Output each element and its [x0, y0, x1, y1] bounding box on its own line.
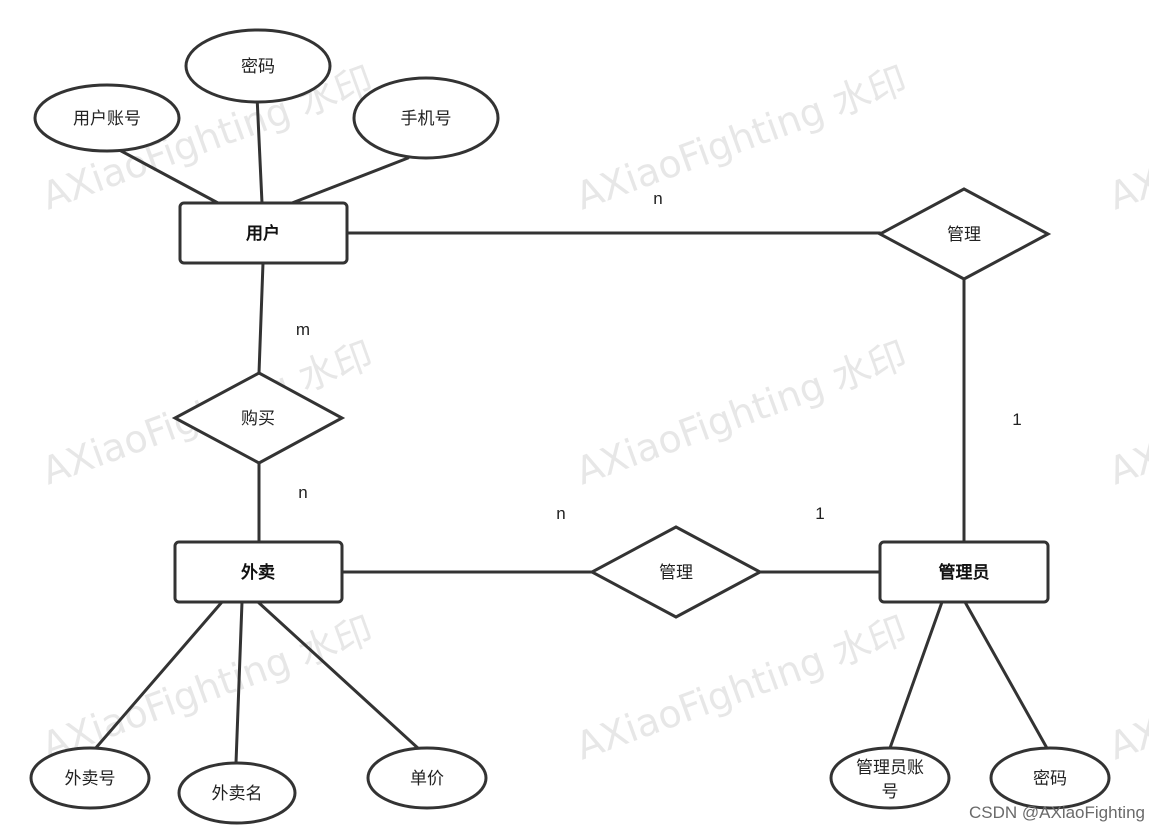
watermark: AXiaoFighting 水印: [1103, 608, 1149, 769]
entity-label: 管理员: [939, 562, 990, 582]
relationship-manage-takeout: 管理: [588, 525, 764, 619]
cardinality-admin-manage-takeout: 1: [815, 504, 824, 523]
edge-user-phone: [290, 156, 410, 205]
relationship-label: 管理: [659, 563, 693, 582]
edge-takeout-name: [234, 600, 244, 765]
cardinality-layer: n 1 m n n 1: [296, 189, 1022, 523]
attribute-label: 单价: [410, 769, 444, 788]
cardinality-user-manage: n: [653, 189, 662, 208]
attribute-label: 密码: [241, 57, 275, 76]
edge-takeout-number: [86, 600, 224, 759]
entity-takeout: 外卖: [173, 540, 344, 604]
watermark: AXiaoFighting 水印: [1103, 58, 1149, 219]
edge-admin-password: [963, 600, 1050, 752]
entity-admin: 管理员: [878, 540, 1050, 604]
relationship-diamond: [876, 187, 1052, 281]
relationship-purchase: 购买: [171, 371, 346, 465]
watermark: AXiaoFighting 水印: [36, 608, 379, 769]
attribute-takeout-name: 外卖名: [177, 761, 297, 825]
cardinality-user-purchase: m: [296, 320, 310, 339]
relationship-diamond: [171, 371, 346, 465]
cardinality-admin-manage-user: 1: [1012, 410, 1021, 429]
attribute-ellipse: [33, 83, 181, 153]
edge-admin-account: [888, 600, 944, 750]
entity-box: [173, 540, 344, 604]
attribute-ellipse: [177, 761, 297, 825]
attribute-ellipse: [352, 76, 500, 160]
attribute-ellipse: [989, 746, 1111, 810]
source-credit: CSDN @AXiaoFighting: [969, 803, 1145, 822]
attribute-label-line2: 号: [882, 782, 899, 801]
edge-takeout-price: [256, 600, 422, 752]
attribute-ellipse: [29, 746, 151, 810]
relationship-label: 管理: [947, 225, 981, 244]
edge-layer: [86, 94, 1050, 765]
watermark: AXiaoFighting 水印: [570, 58, 913, 219]
attribute-ellipse: [366, 746, 488, 810]
entity-user: 用户: [178, 201, 349, 265]
edge-user-password: [255, 94, 264, 205]
entity-box: [178, 201, 349, 265]
cardinality-takeout-purchase: n: [298, 483, 307, 502]
attribute-takeout-price: 单价: [366, 746, 488, 810]
entity-label: 用户: [246, 223, 280, 243]
edge-user-purchase: [257, 261, 265, 375]
edge-user-account: [108, 143, 220, 205]
watermark: AXiaoFighting 水印: [1103, 333, 1149, 494]
attribute-takeout-number: 外卖号: [29, 746, 151, 810]
attribute-label: 外卖号: [65, 769, 116, 788]
watermark: AXiaoFighting 水印: [570, 333, 913, 494]
attribute-ellipse: [184, 28, 332, 104]
entity-label: 外卖: [241, 562, 275, 582]
attribute-label: 外卖名: [212, 784, 263, 803]
relationship-diamond: [588, 525, 764, 619]
watermark: AXiaoFighting 水印: [570, 608, 913, 769]
attribute-user-account: 用户账号: [33, 83, 181, 153]
attribute-admin-account: 管理员账 号: [829, 746, 951, 810]
attribute-label: 手机号: [401, 109, 452, 128]
attribute-label-line1: 管理员账: [856, 758, 924, 777]
relationship-manage-user: 管理: [876, 187, 1052, 281]
attribute-ellipse: [829, 746, 951, 810]
attribute-label: 用户账号: [73, 109, 141, 128]
attribute-label: 密码: [1033, 769, 1067, 788]
attribute-user-phone: 手机号: [352, 76, 500, 160]
attribute-admin-password: 密码: [989, 746, 1111, 810]
entity-box: [878, 540, 1050, 604]
attribute-user-password: 密码: [184, 28, 332, 104]
cardinality-takeout-manage: n: [556, 504, 565, 523]
relationship-label: 购买: [241, 409, 275, 428]
